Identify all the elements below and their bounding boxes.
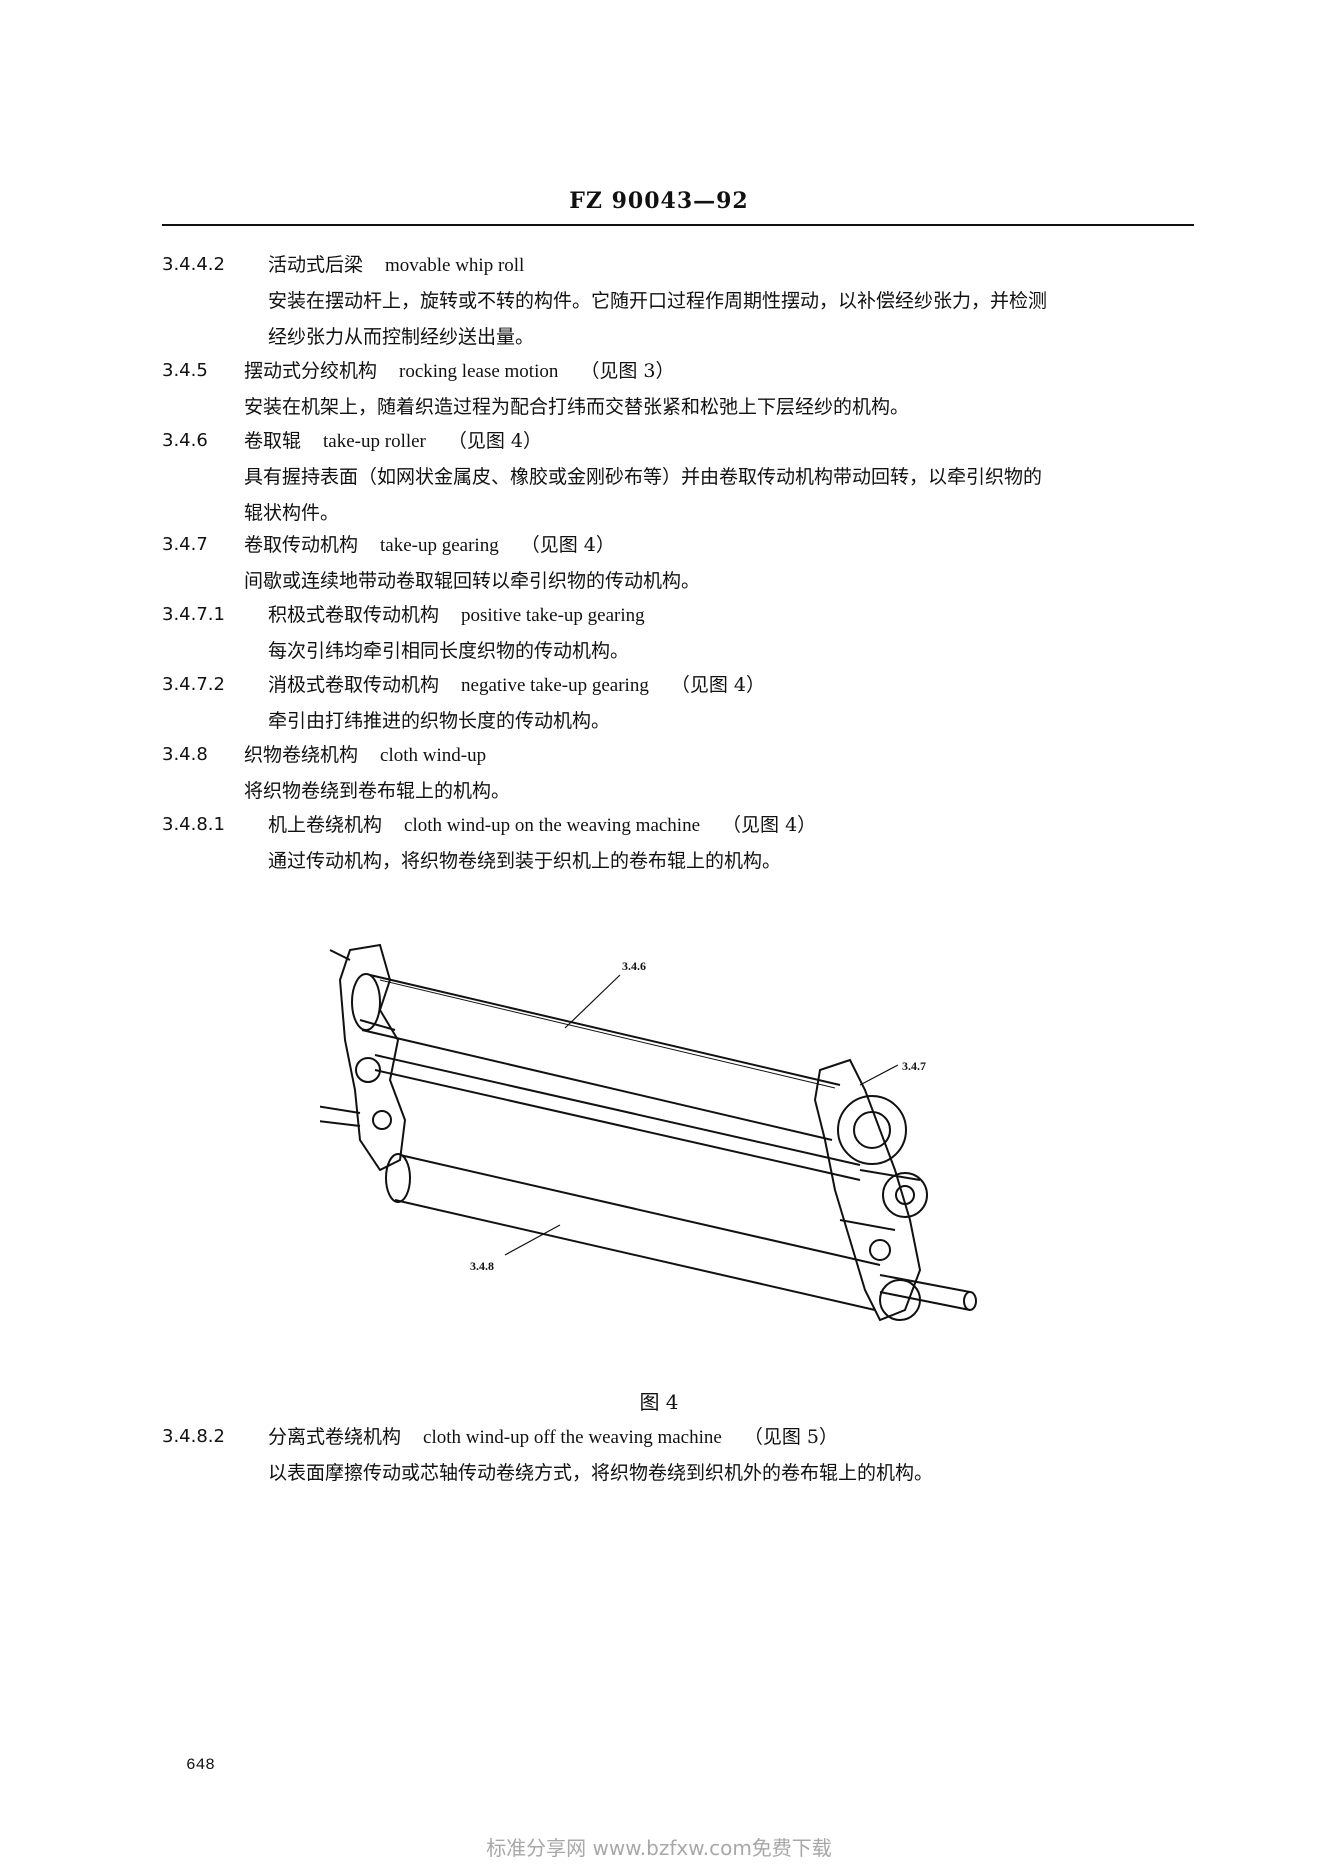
- term-en: cloth wind-up on the weaving machine: [404, 815, 701, 836]
- definition-line: 经纱张力从而控制经纱送出量。: [268, 326, 535, 348]
- definition-line: 间歇或连续地带动卷取辊回转以牵引织物的传动机构。: [244, 570, 701, 592]
- term-zh: 活动式后梁: [268, 254, 364, 276]
- figure-reference: （见图 4）: [670, 674, 765, 696]
- takeup-mechanism-illustration: 3.4.6 3.4.7 3.4.8: [306, 943, 977, 1322]
- leader-3-4-7: [859, 1064, 899, 1086]
- figure-reference: （见图 4）: [722, 814, 817, 836]
- label-3-4-7: 3.4.7: [902, 1059, 926, 1073]
- term-en: negative take-up gearing: [461, 675, 649, 696]
- page-number: 648: [186, 1756, 215, 1774]
- term-zh: 分离式卷绕机构: [268, 1426, 402, 1448]
- label-3-4-8: 3.4.8: [470, 1259, 494, 1273]
- definition-line: 通过传动机构，将织物卷绕到装于织机上的卷布辊上的机构。: [268, 850, 782, 872]
- term-zh: 织物卷绕机构: [244, 744, 359, 766]
- term-zh: 机上卷绕机构: [268, 814, 383, 836]
- definition-line: 将织物卷绕到卷布辊上的机构。: [244, 780, 511, 802]
- term-en: cloth wind-up off the weaving machine: [423, 1427, 722, 1448]
- term-zh: 消极式卷取传动机构: [268, 674, 440, 696]
- term-zh: 卷取辊: [244, 430, 302, 452]
- figure-reference: （见图 5）: [743, 1426, 838, 1448]
- definition-line: 牵引由打纬推进的织物长度的传动机构。: [268, 710, 611, 732]
- definition-line: 每次引纬均牵引相同长度织物的传动机构。: [268, 640, 630, 662]
- clause-number: 3.4.4.2: [162, 254, 225, 275]
- term-en: take-up roller: [323, 431, 426, 452]
- definition-line: 安装在机架上，随着织造过程为配合打纬而交替张紧和松弛上下层经纱的机构。: [244, 396, 910, 418]
- watermark: 标准分享网 www.bzfxw.com免费下载: [486, 1836, 832, 1860]
- figure-reference: （见图 4）: [520, 534, 615, 556]
- term-zh: 卷取传动机构: [244, 534, 359, 556]
- figure-caption: 图 4: [639, 1390, 679, 1414]
- leader-3-4-8: [504, 1224, 561, 1256]
- clause-number: 3.4.6: [162, 430, 208, 451]
- clause-number: 3.4.5: [162, 360, 208, 381]
- definition-line: 以表面摩擦传动或芯轴传动卷绕方式，将织物卷绕到织机外的卷布辊上的机构。: [268, 1462, 934, 1484]
- figure-reference: （见图 3）: [580, 360, 675, 382]
- term-zh: 积极式卷取传动机构: [268, 604, 440, 626]
- clause-number: 3.4.8.2: [162, 1426, 225, 1447]
- header-rule: [162, 224, 1194, 226]
- term-en: cloth wind-up: [380, 745, 487, 766]
- figure-4-drawing: 3.4.6 3.4.7 3.4.8: [306, 920, 1020, 1360]
- term-zh: 摆动式分绞机构: [244, 360, 378, 382]
- document-code: FZ 90043—92: [569, 188, 749, 214]
- term-en: rocking lease motion: [399, 361, 559, 382]
- definition-line: 辊状构件。: [244, 502, 340, 524]
- definition-line: 安装在摆动杆上，旋转或不转的构件。它随开口过程作周期性摆动，以补偿经纱张力，并检…: [268, 290, 1048, 312]
- term-en: take-up gearing: [380, 535, 499, 556]
- label-3-4-6: 3.4.6: [622, 959, 646, 973]
- figure-reference: （见图 4）: [447, 430, 543, 452]
- clause-number: 3.4.7.2: [162, 674, 225, 695]
- clause-number: 3.4.7.1: [162, 604, 225, 625]
- clause-number: 3.4.7: [162, 534, 208, 555]
- clause-number: 3.4.8: [162, 744, 208, 765]
- leader-3-4-6: [564, 974, 621, 1029]
- term-en: movable whip roll: [385, 255, 525, 276]
- term-en: positive take-up gearing: [461, 605, 645, 626]
- clause-number: 3.4.8.1: [162, 814, 225, 835]
- definition-line: 具有握持表面（如网状金属皮、橡胶或金刚砂布等）并由卷取传动机构带动回转，以牵引织…: [244, 466, 1043, 488]
